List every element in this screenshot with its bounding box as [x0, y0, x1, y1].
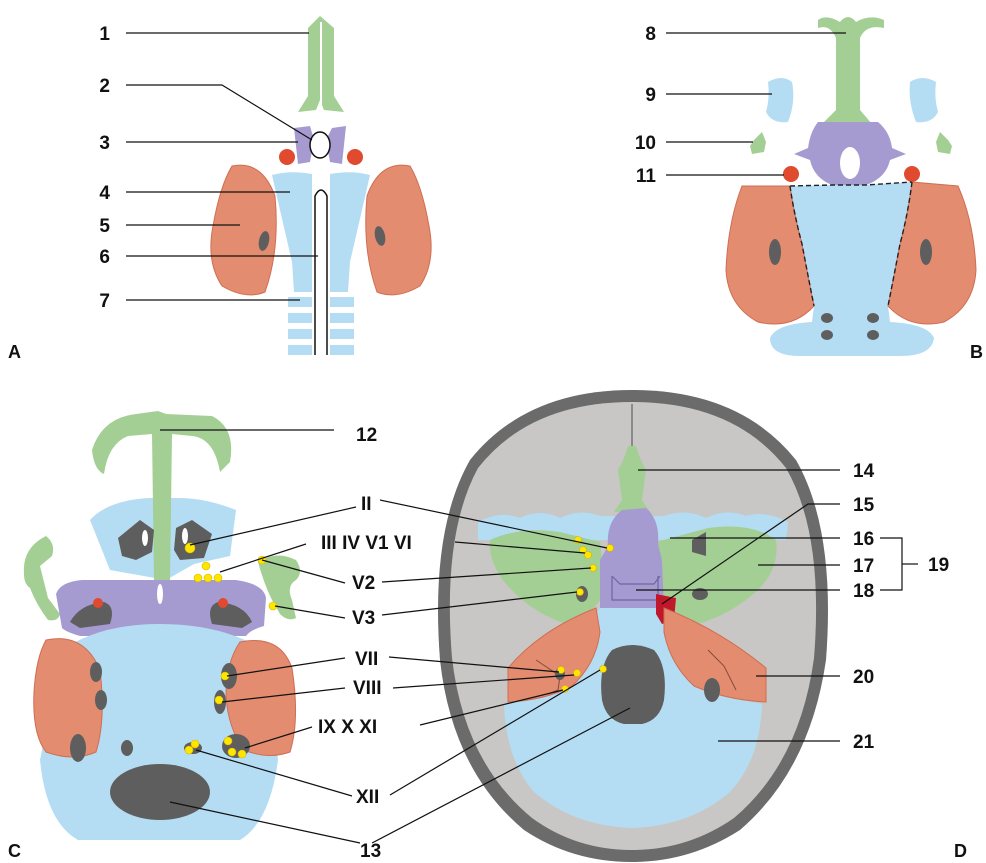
label-nerve-ii: II — [361, 494, 372, 515]
label-3: 3 — [99, 133, 110, 154]
label-nerve-v3: V3 — [352, 608, 375, 629]
label-11: 11 — [636, 166, 657, 187]
a-basioccipital-left — [272, 172, 312, 292]
b-red-dot-right — [904, 166, 920, 182]
panel-label-c: C — [8, 841, 21, 861]
label-9: 9 — [645, 85, 656, 106]
label-nerve-v2: V2 — [352, 573, 375, 594]
panel-a: 1 2 3 4 5 6 7 A — [8, 16, 431, 362]
label-nerve-vii: VII — [355, 649, 378, 670]
label-15: 15 — [853, 495, 875, 516]
panel-d: 14 15 16 17 18 19 20 21 D — [438, 390, 967, 862]
a-otic-capsule-left — [211, 165, 276, 295]
label-6: 6 — [99, 247, 110, 268]
label-16: 16 — [853, 529, 874, 550]
c-petrous-left — [34, 639, 103, 757]
label-10: 10 — [635, 133, 656, 154]
label-12: 12 — [356, 425, 377, 446]
c-greater-wing-left — [24, 536, 60, 620]
b-alisphenoid-left — [750, 132, 766, 154]
label-5: 5 — [99, 216, 110, 237]
a-hypophyseal-fossa — [310, 132, 330, 158]
label-8: 8 — [645, 24, 656, 45]
d-foramen-magnum — [601, 645, 665, 724]
b-sella — [840, 147, 860, 179]
label-13: 13 — [360, 841, 381, 862]
a-red-dot-right — [347, 149, 363, 165]
label-7: 7 — [99, 291, 110, 312]
label-21: 21 — [853, 732, 875, 753]
c-foramen-magnum — [110, 764, 210, 820]
label-nerve-xii: XII — [356, 787, 379, 808]
a-basioccipital-right — [330, 172, 370, 292]
label-1: 1 — [99, 24, 110, 45]
label-2: 2 — [99, 76, 110, 97]
label-14: 14 — [853, 461, 875, 482]
b-orbitosphenoid-right — [910, 78, 938, 122]
label-20: 20 — [853, 667, 874, 688]
label-18: 18 — [853, 581, 874, 602]
panel-label-b: B — [970, 342, 983, 362]
b-orbitosphenoid-left — [766, 78, 793, 122]
b-alisphenoid-right — [936, 132, 952, 154]
panel-b: 8 9 10 11 B — [635, 17, 983, 362]
label-4: 4 — [99, 183, 110, 204]
label-nerve-ix-x-xi: IX X XI — [318, 717, 377, 738]
label-nerve-iii-iv-v1-vi: III IV V1 VI — [321, 533, 412, 554]
panel-c: 12 II III IV V1 VI V2 V3 VII VIII IX X X… — [8, 411, 412, 862]
label-19: 19 — [928, 555, 949, 576]
a-notochord — [315, 190, 327, 355]
b-red-dot-left — [783, 166, 799, 182]
label-17: 17 — [853, 556, 874, 577]
label-nerve-viii: VIII — [353, 678, 382, 699]
panel-label-a: A — [8, 342, 21, 362]
panel-label-d: D — [954, 841, 967, 861]
a-red-dot-left — [279, 149, 295, 165]
